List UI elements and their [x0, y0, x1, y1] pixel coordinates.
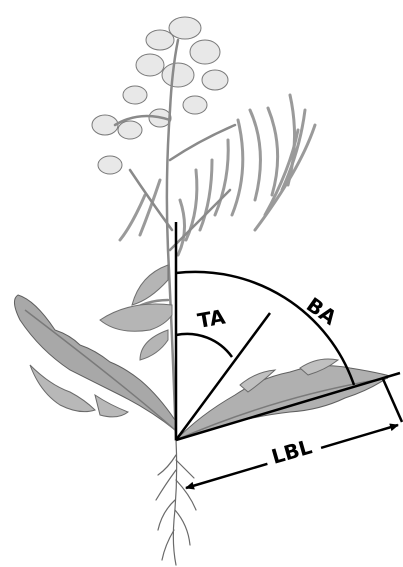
ta-arc [176, 334, 232, 357]
measurement-annotations: TA BA LBL [176, 222, 402, 488]
flower-cluster [92, 17, 228, 174]
ta-label: TA [196, 304, 228, 333]
roots [156, 440, 196, 565]
ba-label: BA [302, 292, 341, 330]
right-basal-leaf [176, 359, 390, 440]
stem-leaves [100, 265, 172, 360]
leaf-length-tick [383, 379, 402, 422]
